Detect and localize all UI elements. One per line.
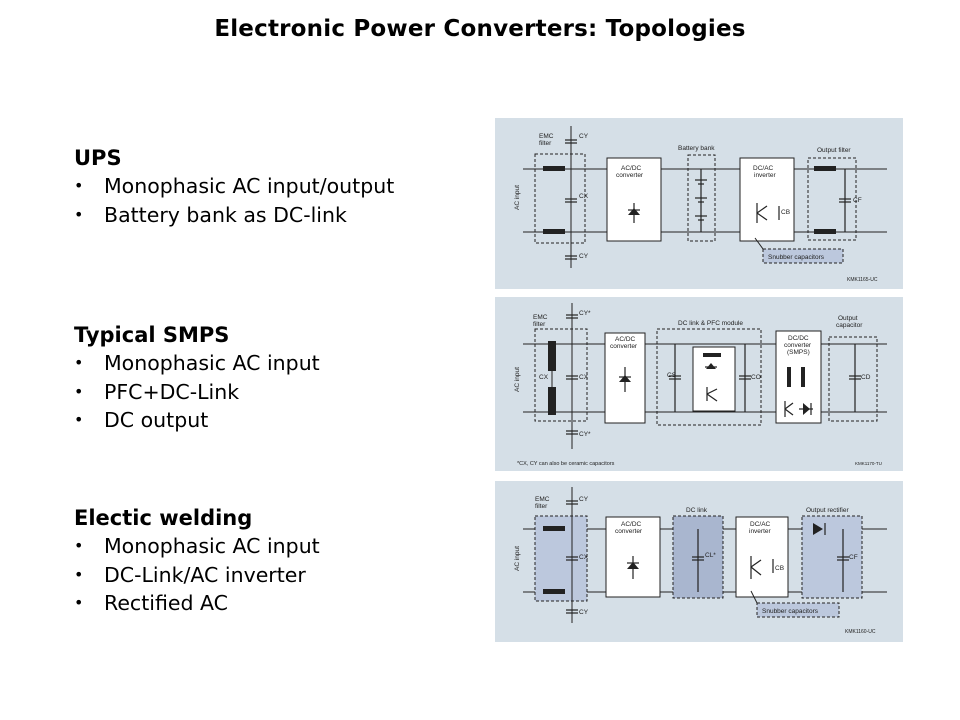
bullet-list: Monophasic AC input DC-Link/AC inverter … (74, 532, 474, 618)
section-welding: Electic welding Monophasic AC input DC-L… (74, 504, 474, 618)
smps-diagram-svg: AC input EMC filter AC/DC converter DC l… (514, 303, 887, 467)
cap-label: CY* (579, 310, 591, 317)
acdc-label: converter (616, 172, 644, 179)
cap-label: CY (579, 133, 589, 140)
section-heading: Electic welding (74, 506, 253, 530)
cap-label: CX (579, 193, 589, 200)
acdc-label: AC/DC (615, 336, 636, 343)
output-filter-label: Output filter (817, 147, 851, 154)
figure-code: KMK1170-TU (855, 461, 882, 466)
cap-label: CO (751, 374, 761, 381)
acdc-label: AC/DC (621, 521, 642, 528)
cap-label: CY (579, 496, 589, 503)
bullet-list: Monophasic AC input/output Battery bank … (74, 172, 474, 229)
bullet-list: Monophasic AC input PFC+DC-Link DC outpu… (74, 349, 474, 435)
snubber-label: Snubber capacitors (762, 608, 819, 615)
dcdc-label: DC/DC (788, 335, 809, 342)
cap-label: CY (579, 609, 589, 616)
bullet-item: Monophasic AC input (74, 532, 474, 561)
cap-label: CY (579, 253, 589, 260)
bullet-item: Rectified AC (74, 589, 474, 618)
cap-label: CX (579, 554, 589, 561)
slide-title: Electronic Power Converters: Topologies (214, 16, 746, 42)
acdc-label: converter (610, 343, 638, 350)
output-rectifier-label: Output rectifier (806, 507, 849, 514)
ac-input-label: AC input (514, 546, 521, 571)
ac-input-label: AC input (514, 185, 521, 210)
dcac-label: inverter (749, 528, 772, 535)
output-label: capacitor (836, 322, 863, 329)
section-heading: Typical SMPS (74, 323, 230, 347)
smps-circuit-diagram: AC input EMC filter AC/DC converter DC l… (495, 297, 903, 471)
footnote: *CX, CY can also be ceramic capacitors (517, 461, 615, 467)
output-label: Output (838, 315, 858, 322)
bullet-item: Monophasic AC input/output (74, 172, 474, 201)
section-ups: UPS Monophasic AC input/output Battery b… (74, 144, 474, 229)
bullet-item: Monophasic AC input (74, 349, 474, 378)
cap-label: CX (579, 374, 589, 381)
emc-label: EMC (535, 496, 550, 503)
emc-label: filter (539, 140, 552, 147)
cap-label: CB (775, 565, 784, 572)
cap-label: CX (539, 374, 549, 381)
welding-circuit-diagram: AC input EMC filter AC/DC converter DC l… (495, 481, 903, 642)
cap-label: CF (849, 554, 858, 561)
bullet-item: DC output (74, 406, 474, 435)
dcdc-label: (SMPS) (787, 349, 810, 356)
section-smps: Typical SMPS Monophasic AC input PFC+DC-… (74, 321, 474, 435)
cap-label: CY* (579, 431, 591, 438)
dcac-label: inverter (754, 172, 777, 179)
cap-label: CL* (705, 552, 716, 559)
acdc-label: AC/DC (621, 165, 642, 172)
cap-label: CB (781, 209, 790, 216)
figure-code: KMK1165-UC (847, 277, 878, 283)
bullet-item: PFC+DC-Link (74, 378, 474, 407)
bullet-item: DC-Link/AC inverter (74, 561, 474, 590)
snubber-label: Snubber capacitors (768, 254, 825, 261)
dcac-label: DC/AC (753, 165, 774, 172)
bullet-item: Battery bank as DC-link (74, 201, 474, 230)
emc-label: filter (533, 321, 546, 328)
ac-input-label: AC input (514, 367, 521, 392)
section-heading: UPS (74, 146, 122, 170)
cap-label: CD (861, 374, 871, 381)
emc-label: EMC (539, 133, 554, 140)
ups-circuit-diagram: AC input EMC filter AC/DC converter Batt… (495, 118, 903, 289)
cap-label: CS (667, 372, 677, 379)
cap-label: CF (853, 197, 862, 204)
dclink-label: DC link (686, 507, 708, 514)
figure-code: KMK1160-UC (845, 629, 876, 635)
acdc-label: converter (615, 528, 643, 535)
welding-diagram-svg: AC input EMC filter AC/DC converter DC l… (514, 487, 887, 635)
battery-label: Battery bank (678, 145, 715, 152)
dcac-label: DC/AC (750, 521, 771, 528)
dclink-label: DC link & PFC module (678, 320, 743, 327)
dcdc-label: converter (784, 342, 812, 349)
emc-label: filter (535, 503, 548, 510)
emc-label: EMC (533, 314, 548, 321)
ups-diagram-svg: AC input EMC filter AC/DC converter Batt… (514, 126, 887, 283)
